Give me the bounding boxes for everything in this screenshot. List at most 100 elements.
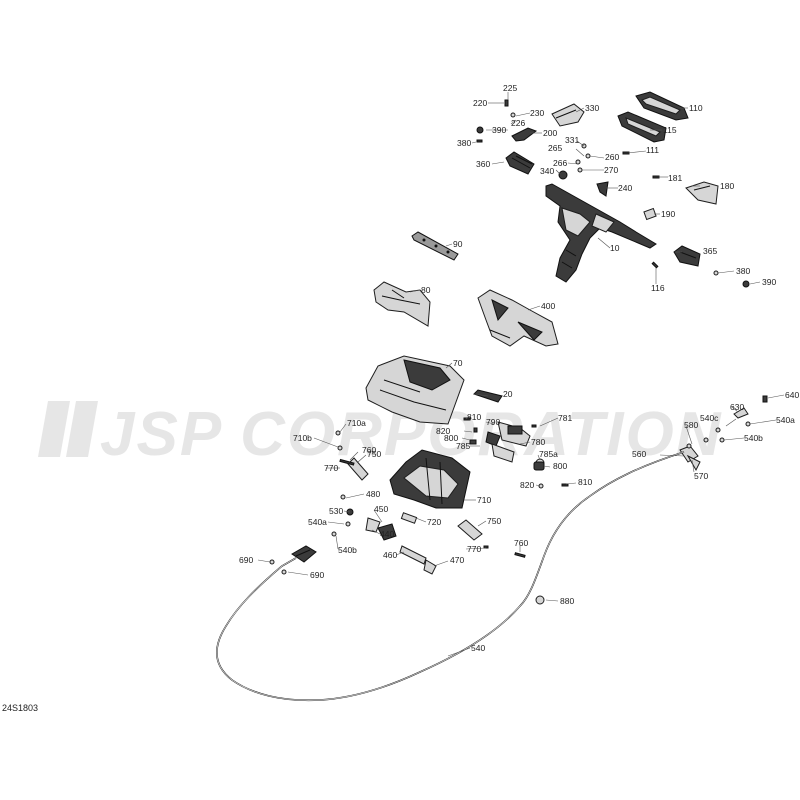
part-330-cover — [551, 103, 585, 127]
callout-400: 400 — [541, 301, 555, 311]
callout-390: 390 — [492, 125, 506, 135]
callout-480: 480 — [366, 489, 380, 499]
part-470-cap — [423, 559, 437, 575]
callout-116: 116 — [651, 283, 665, 293]
callout-540b-right: 540b — [744, 433, 763, 443]
callout-180: 180 — [720, 181, 734, 191]
part-240-lever — [596, 181, 609, 197]
part-90-strip — [411, 231, 459, 261]
callout-785a: 785a — [539, 449, 558, 459]
callout-560: 560 — [632, 449, 646, 459]
callout-781: 781 — [558, 413, 572, 423]
figure-code: 24S1803 — [2, 703, 39, 713]
callout-810: 810 — [467, 412, 481, 422]
callout-20: 20 — [503, 389, 513, 399]
part-880-clip — [535, 595, 545, 605]
callout-265: 265 — [548, 143, 562, 153]
part-440-sensor — [365, 517, 381, 533]
part-710-bracket — [389, 449, 471, 509]
callout-266: 266 — [553, 158, 567, 168]
callout-780: 780 — [531, 437, 545, 447]
part-360-grip — [505, 151, 535, 175]
callout-540a: 540a — [308, 517, 327, 527]
callout-760: 760 — [362, 445, 376, 455]
part-540-cable — [216, 451, 685, 702]
callout-800: 800 — [444, 433, 458, 443]
callout-570: 570 — [694, 471, 708, 481]
callout-230: 230 — [530, 108, 544, 118]
part-800-knob — [533, 461, 545, 471]
callout-360: 360 — [476, 159, 490, 169]
callout-390-right: 390 — [762, 277, 776, 287]
callout-710a: 710a — [347, 418, 366, 428]
callout-70: 70 — [453, 358, 463, 368]
callout-690: 690 — [239, 555, 253, 565]
callouts — [257, 92, 785, 657]
callout-110: 110 — [689, 103, 703, 113]
callout-820-lower: 820 — [520, 480, 534, 490]
part-180-housing — [685, 181, 719, 205]
part-80-cover — [373, 281, 431, 327]
callout-270: 270 — [604, 165, 618, 175]
part-110-trim — [635, 91, 689, 121]
callout-260: 260 — [605, 152, 619, 162]
callout-770-lower: 770 — [467, 544, 481, 554]
callout-380: 380 — [457, 138, 471, 148]
callout-540c: 540c — [700, 413, 719, 423]
callout-460: 460 — [383, 550, 397, 560]
callout-770: 770 — [324, 463, 338, 473]
part-365-grip — [673, 245, 701, 267]
part-450-block — [377, 523, 397, 541]
callout-750: 750 — [367, 449, 381, 459]
callout-820: 820 — [436, 426, 450, 436]
callout-710: 710 — [477, 495, 491, 505]
callout-190: 190 — [661, 209, 675, 219]
callout-540: 540 — [471, 643, 485, 653]
part-115-trim — [617, 111, 667, 143]
part-540a-fitting — [291, 545, 317, 563]
callout-115: 115 — [663, 125, 677, 135]
callout-530: 530 — [329, 506, 343, 516]
callout-720: 720 — [427, 517, 441, 527]
callout-365: 365 — [703, 246, 717, 256]
part-570-fitting — [679, 445, 701, 472]
callout-760-lower: 760 — [514, 538, 528, 548]
callout-200: 200 — [543, 128, 557, 138]
callout-331: 331 — [565, 135, 579, 145]
callout-710b: 710b — [293, 433, 312, 443]
callout-240: 240 — [618, 183, 632, 193]
callout-380-right: 380 — [736, 266, 750, 276]
part-460-rod — [399, 545, 427, 565]
callout-340: 340 — [540, 166, 554, 176]
callout-470: 470 — [450, 555, 464, 565]
callout-540a-right: 540a — [776, 415, 795, 425]
callout-580: 580 — [684, 420, 698, 430]
callout-90: 90 — [453, 239, 463, 249]
callout-225: 225 — [503, 83, 517, 93]
callout-330: 330 — [585, 103, 599, 113]
part-780-switch — [485, 421, 531, 463]
part-340-knob — [558, 170, 568, 180]
part-200-lever — [511, 127, 538, 142]
callout-690-lower: 690 — [310, 570, 324, 580]
callout-labels: 225 220 230 330 110 226 390 200 380 115 … — [239, 83, 799, 653]
part-190-block — [643, 207, 657, 221]
callout-440: 440 — [380, 529, 394, 539]
part-630-fitting — [733, 407, 749, 419]
part-400-cover — [477, 289, 559, 347]
callout-630: 630 — [730, 402, 744, 412]
part-10-handlebar — [545, 183, 657, 283]
callout-220: 220 — [473, 98, 487, 108]
part-70-console — [365, 355, 465, 425]
part-720-bar — [400, 512, 418, 524]
callout-10: 10 — [610, 243, 620, 253]
callout-790: 790 — [486, 417, 500, 427]
callout-785: 785 — [456, 441, 470, 451]
callout-810-lower: 810 — [578, 477, 592, 487]
callout-750-lower: 750 — [487, 516, 501, 526]
callout-800-right: 800 — [553, 461, 567, 471]
callout-80: 80 — [421, 285, 431, 295]
callout-226: 226 — [511, 118, 525, 128]
